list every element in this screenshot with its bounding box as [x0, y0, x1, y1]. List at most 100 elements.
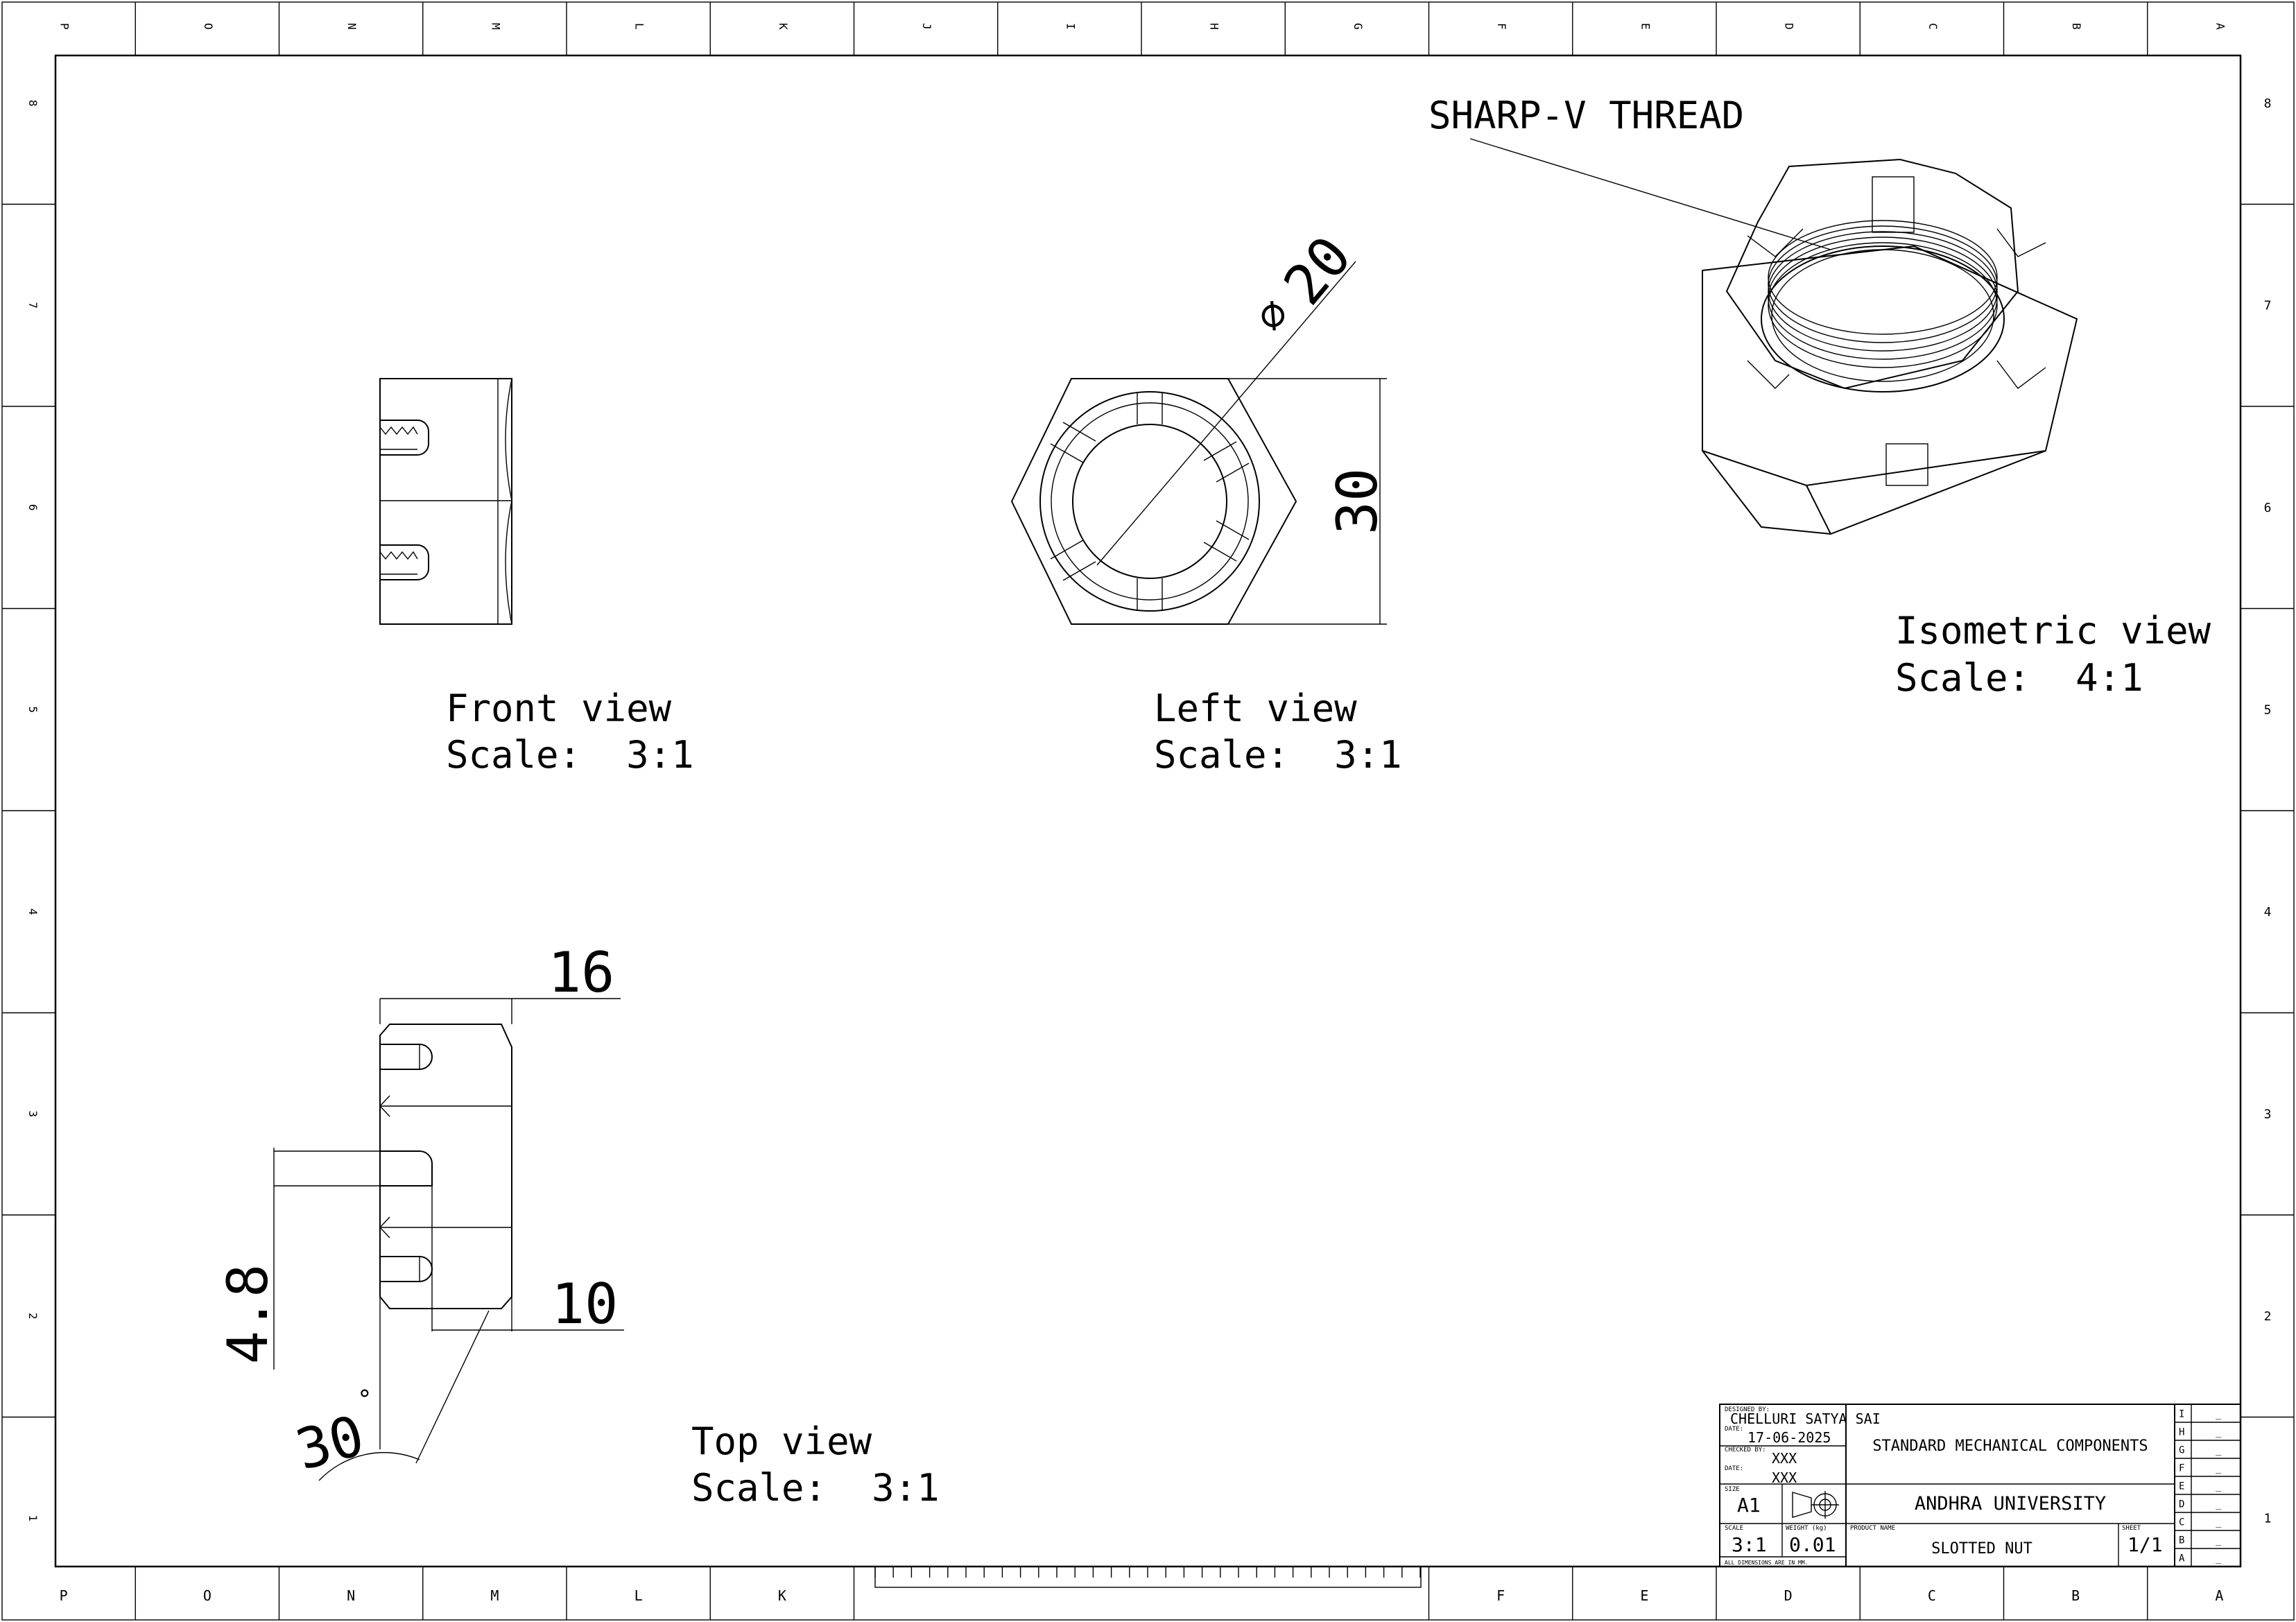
sheet-size: A1: [1737, 1494, 1761, 1517]
zone-label-bottom: K: [778, 1587, 786, 1604]
slot-depth-dimension: 10: [551, 1272, 618, 1336]
revision-letter: I: [2179, 1409, 2184, 1420]
zone-label-top: I: [1064, 23, 1077, 30]
left-view-scale: Scale: 3:1: [1154, 733, 1402, 777]
zone-label-bottom: B: [2071, 1587, 2080, 1604]
dia-symbol: ⌀: [1244, 288, 1300, 341]
zone-label-bottom: P: [60, 1587, 68, 1604]
zone-label-right: 3: [2264, 1107, 2272, 1121]
zone-label-bottom: C: [1928, 1587, 1936, 1604]
zone-label-top: G: [1352, 23, 1365, 30]
zone-label-right: 5: [2264, 702, 2272, 717]
size-label: SIZE: [1725, 1486, 1740, 1493]
zone-label-left: 4: [26, 908, 40, 915]
zone-label-left: 3: [26, 1110, 40, 1117]
zone-label-top: E: [1639, 23, 1652, 30]
zone-label-top: L: [633, 23, 646, 30]
zone-label-bottom: O: [203, 1587, 212, 1604]
zone-label-left: 6: [26, 504, 40, 511]
zone-label-left: 1: [26, 1515, 40, 1521]
chamfer-unit: °: [357, 1386, 372, 1414]
check-date: XXX: [1772, 1469, 1797, 1486]
checked-by: XXX: [1772, 1450, 1797, 1467]
revision-value: _: [2216, 1445, 2222, 1456]
zone-label-bottom: D: [1784, 1587, 1793, 1604]
zone-label-top: D: [1783, 23, 1796, 30]
across-flats-dimension: 30: [1325, 468, 1390, 535]
designed-by-label: DESIGNED BY:: [1725, 1406, 1770, 1413]
revision-letter: B: [2179, 1535, 2184, 1546]
revision-letter: C: [2179, 1517, 2184, 1528]
zone-label-top: N: [345, 23, 359, 30]
dims-note: ALL DIMENSIONS ARE IN MM.: [1725, 1560, 1808, 1566]
zone-label-right: 8: [2264, 96, 2272, 111]
zone-label-right: 4: [2264, 905, 2272, 920]
product-name: SLOTTED NUT: [1931, 1540, 2032, 1558]
zone-label-top: M: [489, 23, 502, 30]
zone-label-top: K: [777, 23, 790, 30]
zone-label-right: 1: [2264, 1511, 2272, 1526]
zone-label-top: O: [202, 23, 215, 30]
weight: 0.01: [1789, 1533, 1836, 1556]
isometric-view: SHARP-V THREAD Isometric view Scale: 4:1: [1428, 94, 2211, 700]
design-date: 17-06-2025: [1747, 1429, 1831, 1446]
center-ruler: [874, 1566, 1422, 1588]
thickness-dimension: 16: [548, 940, 614, 1005]
chamfer-dimension: 30: [289, 1403, 370, 1483]
top-view-title: Top view: [691, 1420, 872, 1463]
isometric-view-scale: Scale: 4:1: [1895, 656, 2143, 700]
front-view: Front view Scale: 3:1: [379, 378, 694, 777]
category: STANDARD MECHANICAL COMPONENTS: [1872, 1438, 2148, 1455]
revision-value: _: [2216, 1427, 2222, 1438]
sheet-number: 1/1: [2127, 1533, 2163, 1556]
revision-letter: D: [2179, 1499, 2184, 1510]
zone-label-bottom: A: [2215, 1587, 2223, 1604]
zone-label-left: 8: [26, 100, 40, 107]
front-view-scale: Scale: 3:1: [446, 733, 694, 777]
revision-value: _: [2216, 1481, 2222, 1492]
revision-value: _: [2216, 1409, 2222, 1420]
zone-label-right: 6: [2264, 501, 2272, 515]
zone-label-top: B: [2070, 23, 2083, 30]
scale-label: SCALE: [1725, 1525, 1743, 1532]
organization: ANDHRA UNIVERSITY: [1915, 1493, 2106, 1515]
front-view-title: Front view: [446, 687, 672, 730]
zone-label-bottom: F: [1496, 1587, 1505, 1604]
product-label: PRODUCT NAME: [1850, 1525, 1895, 1532]
zone-label-top: J: [920, 23, 933, 30]
slot-width-dimension: 4.8: [216, 1264, 280, 1365]
date2-label: DATE:: [1725, 1465, 1743, 1472]
zone-label-top: P: [58, 23, 71, 30]
revision-value: _: [2216, 1535, 2222, 1546]
zone-label-left: 5: [26, 706, 40, 713]
designer-name: CHELLURI SATYA SAI: [1730, 1410, 1881, 1427]
revision-value: _: [2216, 1463, 2222, 1474]
zone-label-bottom: L: [635, 1587, 643, 1604]
isometric-view-title: Isometric view: [1895, 609, 2211, 653]
drawing-scale: 3:1: [1732, 1533, 1767, 1556]
zone-label-top: A: [2213, 23, 2227, 30]
revision-value: _: [2216, 1499, 2222, 1510]
dia-dimension: 20: [1271, 224, 1363, 317]
zone-label-bottom: N: [347, 1587, 355, 1604]
revision-letter: A: [2179, 1553, 2185, 1564]
projection-symbol-icon: [1792, 1491, 1839, 1519]
zone-label-top: F: [1495, 23, 1508, 30]
checked-by-label: CHECKED BY:: [1725, 1447, 1766, 1453]
left-view-title: Left view: [1154, 687, 1357, 730]
title-block: DESIGNED BY: CHELLURI SATYA SAI DATE: 17…: [1719, 1404, 2241, 1567]
zone-label-left: 2: [26, 1313, 40, 1320]
zone-label-left: 7: [26, 302, 40, 309]
date-label: DATE:: [1725, 1426, 1743, 1433]
sheet-label: SHEET: [2122, 1525, 2141, 1532]
top-view-scale: Scale: 3:1: [691, 1466, 940, 1510]
zone-label-top: C: [1926, 23, 1940, 30]
revision-letter: H: [2179, 1427, 2184, 1438]
revision-table: I_H_G_F_E_D_C_B_A_: [2175, 1404, 2241, 1567]
revision-letter: E: [2179, 1481, 2184, 1492]
zone-label-top: H: [1208, 23, 1221, 30]
zone-label-right: 7: [2264, 298, 2272, 313]
